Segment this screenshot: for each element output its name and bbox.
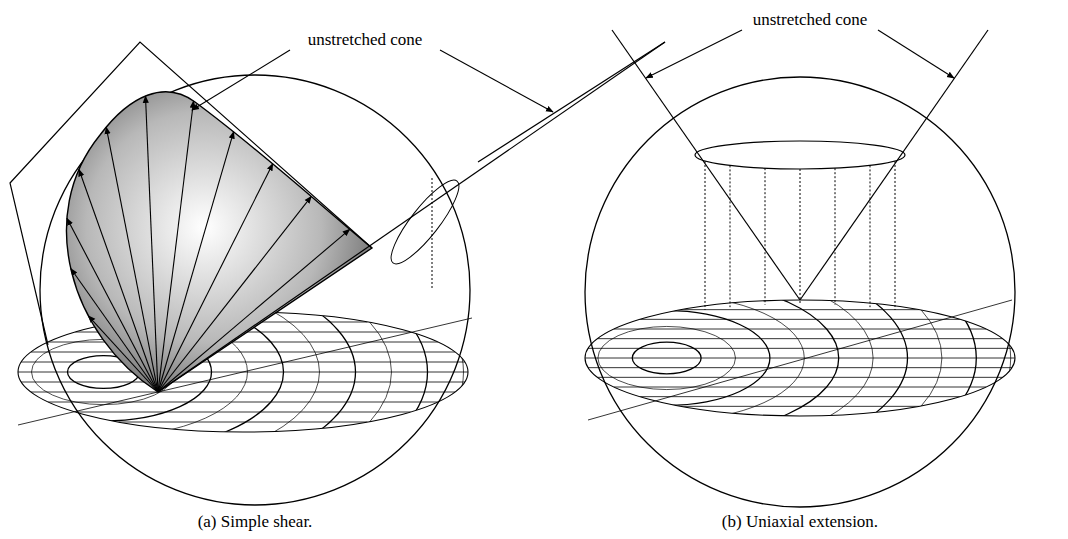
drop-line [800,169,801,304]
grid-arc [357,216,976,500]
grid-line [588,348,1012,349]
drop-line [895,161,896,310]
vector-arrow [71,269,158,392]
grid-arc [460,263,873,452]
grid-line [21,382,465,383]
grid-line [585,358,1015,359]
vector-arrow [145,96,158,392]
vector-arrow [158,229,350,392]
subfigure-caption: (a) Simple shear. [195,512,316,532]
grid-line [31,352,455,353]
drop-line [870,165,871,307]
grid-line [597,377,1002,378]
vector-arrow [158,132,234,392]
grid-line [31,392,455,393]
uniaxial-extension-figure [288,30,1045,532]
grid-arc [598,326,736,389]
grid-line [640,396,961,397]
simple-shear-figure [0,42,665,539]
grid-line [588,367,1012,368]
grid-line [640,319,961,320]
grid-arc [288,184,1045,531]
grid-arc [323,200,1011,516]
grid-line [48,402,438,403]
drop-line [835,168,836,305]
grid-arc [564,311,770,406]
grid-arc [392,232,942,484]
vector-arrow [106,127,158,392]
grid-arc [495,279,839,437]
vector-arrow [158,196,311,392]
grid-line [597,338,1002,339]
grid-line [614,329,986,330]
cone-label: unstretched cone [305,30,426,50]
vector-arrow [79,169,158,392]
grid-line [614,387,986,388]
vector-arrow [67,218,158,392]
drop-line [705,161,706,310]
drop-line [730,165,731,307]
vector-arrow [158,101,194,392]
vector-arrow [158,164,273,392]
drop-line [765,168,766,305]
grid-arc [632,342,701,374]
grid-arc [529,295,804,421]
cone-label: unstretched cone [750,10,871,30]
subfigure-caption: (b) Uniaxial extension. [719,512,881,532]
grid-line [75,412,410,413]
vector-arrow [88,316,158,392]
grid-line [21,362,465,363]
